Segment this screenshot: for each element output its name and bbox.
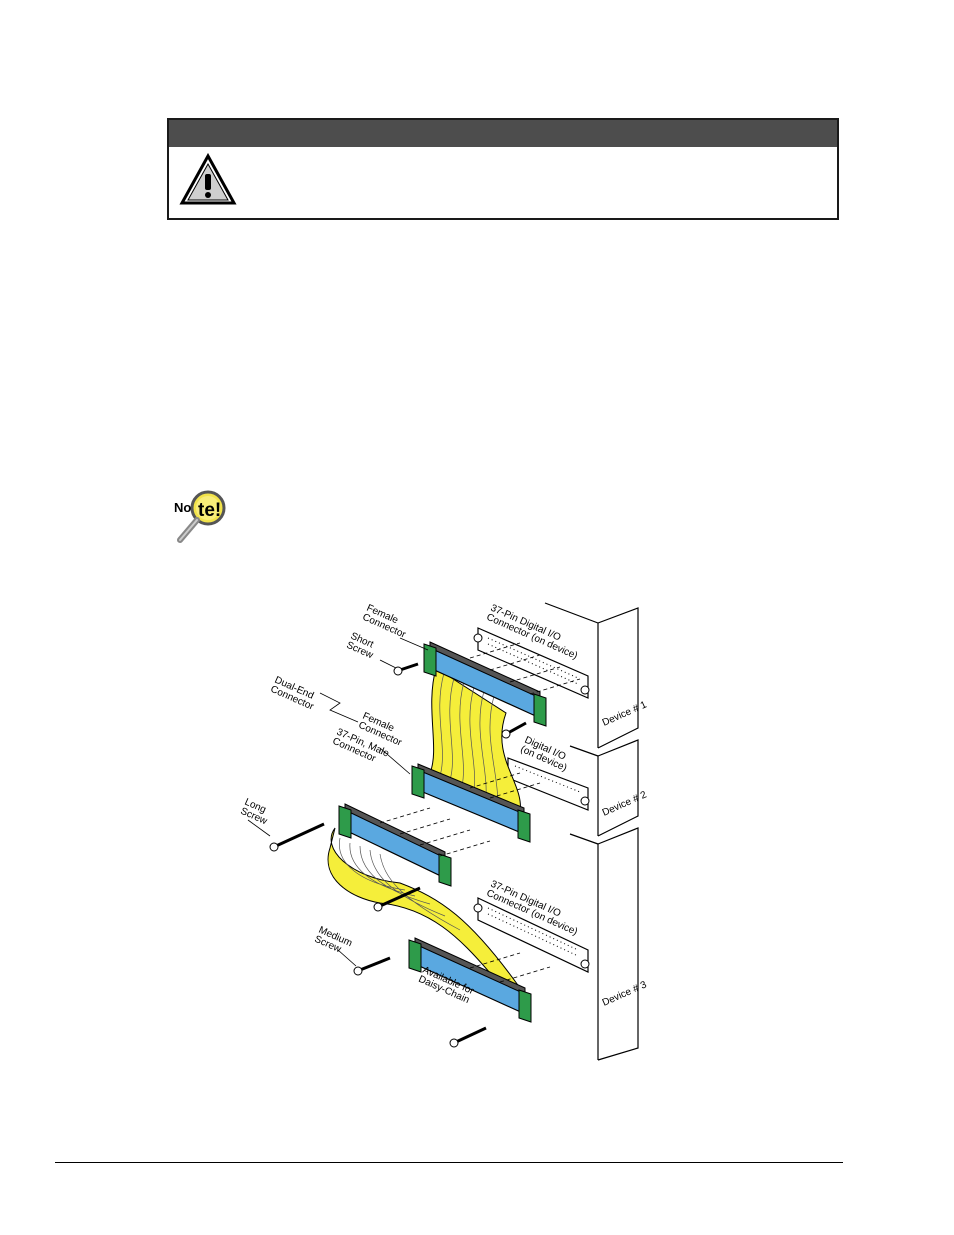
device-3-box <box>569 827 639 1061</box>
label-device-2: Device # 2 <box>601 789 649 818</box>
medium-screw <box>353 956 391 976</box>
note-icon-suffix: te! <box>198 500 221 521</box>
caution-header-bar <box>169 120 837 147</box>
daisy-chain-figure: Female Connector Short Screw Dual-End Co… <box>240 602 649 1061</box>
label-device-1: Device # 1 <box>601 699 649 728</box>
footer-rule <box>55 1162 843 1163</box>
device-1-box <box>544 602 639 749</box>
short-screw <box>393 662 419 676</box>
note-icon-prefix: No <box>174 500 191 515</box>
note-magnifier-icon: No te! <box>174 490 226 543</box>
female-connector-top <box>423 641 547 727</box>
leader-lines <box>247 637 429 967</box>
dio-port-bottom <box>473 897 590 973</box>
female-connector-mid <box>411 763 531 843</box>
female-connector-bottom <box>408 937 532 1023</box>
caution-box <box>167 118 839 220</box>
label-device-3: Device # 3 <box>601 979 649 1008</box>
alignment-arrows <box>379 642 581 983</box>
male-connector <box>338 803 452 887</box>
dio-port-top <box>473 627 590 699</box>
screw-misc <box>373 721 527 1048</box>
device-2-box <box>569 739 639 837</box>
long-screw <box>269 822 325 852</box>
warning-triangle-icon <box>179 153 237 205</box>
